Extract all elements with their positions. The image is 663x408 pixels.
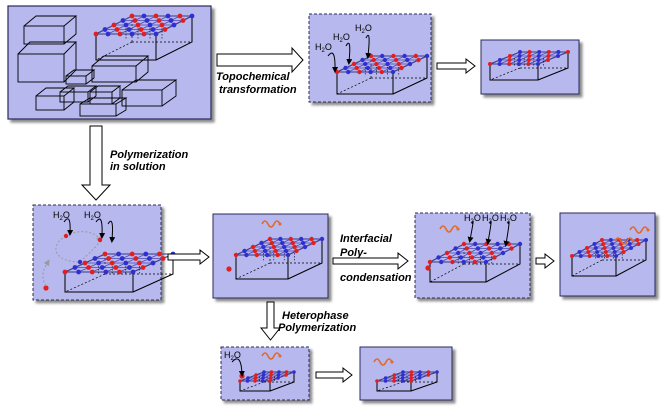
- chain-interfacial-product: [614, 237, 635, 245]
- empty-crystal-boxes: [17, 15, 178, 117]
- arrow-interfacial-product: [535, 252, 555, 270]
- water-release-arrows: [63, 34, 510, 377]
- water-label: H2O: [482, 213, 499, 225]
- lattice-atoms: [233, 236, 325, 258]
- empty-box: [79, 97, 128, 117]
- label-interfacial-line2: Poly-: [340, 247, 367, 259]
- label-interfacial-line1: Interfacial: [340, 233, 393, 245]
- water-label: H2O: [355, 23, 372, 35]
- lattice-atoms: [334, 53, 430, 75]
- water-label: H2O: [315, 42, 332, 54]
- lattice-atoms: [488, 50, 570, 66]
- lattice-crystals: [42, 13, 648, 392]
- lattice-atoms: [93, 13, 195, 37]
- arrow-topochemical-product: [436, 57, 476, 75]
- lattice-topochemical: [334, 53, 430, 95]
- lattice-atoms: [375, 370, 439, 383]
- lattice-topochemical-product: [488, 50, 570, 81]
- lattice-monomer-crystal: [93, 13, 195, 61]
- panels: [7, 5, 656, 401]
- label-topochemical-line1: Topochemical: [216, 71, 290, 83]
- water-label: H2O: [53, 210, 70, 222]
- water-label: H2O: [464, 213, 481, 225]
- label-polymerization-line2: in solution: [110, 161, 166, 173]
- water-arrow: [503, 221, 510, 247]
- arrow-polymerization-solution: [80, 125, 112, 201]
- water-label: H2O: [84, 210, 101, 222]
- process-labels: Topochemical transformation Polymerizati…: [110, 71, 412, 334]
- solution-diffusion-paths: [42, 231, 103, 287]
- arrow-heterophase: [259, 301, 282, 341]
- empty-box: [35, 87, 76, 111]
- label-heterophase-line2: Polymerization: [278, 322, 357, 334]
- orange-monomer-chains: [261, 220, 650, 366]
- water-arrow: [467, 220, 474, 243]
- lattice-atoms: [238, 370, 296, 383]
- empty-box: [91, 55, 150, 83]
- water-arrow: [231, 358, 245, 377]
- water-arrow: [95, 218, 106, 239]
- label-heterophase-line1: Heterophase: [282, 310, 349, 322]
- label-polymerization-line1: Polymerization: [110, 149, 189, 161]
- panel-surface-monomer: [212, 213, 329, 299]
- water-label: H2O: [333, 32, 350, 44]
- lattice-bonds: [376, 371, 438, 382]
- arrow-topochemical: [216, 46, 304, 74]
- water-arrow: [63, 218, 74, 236]
- panel-monomer-crystals: [7, 5, 212, 120]
- water-arrow: [107, 220, 116, 243]
- water-arrow: [327, 52, 339, 73]
- chain-surface: [261, 220, 282, 228]
- water-arrow: [365, 34, 372, 59]
- chain-heterophase: [261, 352, 282, 360]
- empty-box: [121, 79, 178, 107]
- empty-box: [65, 69, 96, 85]
- water-label: H2O: [224, 350, 241, 362]
- arrow-heterophase-product: [315, 366, 353, 384]
- lattice-interfacial-product: [570, 238, 648, 277]
- chain-interfacial: [439, 225, 460, 233]
- lattice-atoms: [427, 241, 523, 265]
- lattice-heterophase-product: [375, 370, 439, 392]
- lattice-surface: [233, 236, 325, 280]
- lattice-heterophase: [238, 370, 296, 392]
- chain-interfacial-product: [629, 226, 650, 234]
- label-topochemical-line2: transformation: [219, 84, 297, 96]
- chain-heterophase-product: [373, 358, 394, 366]
- block-arrows: [80, 46, 555, 384]
- arrow-solution-to-surface: [167, 248, 210, 266]
- water-arrow: [345, 42, 353, 65]
- arrow-interfacial: [332, 251, 409, 271]
- empty-box: [23, 15, 78, 45]
- label-interfacial-line3: condensation: [340, 272, 412, 284]
- water-label: H2O: [500, 213, 517, 225]
- panel-topochemical-product: [480, 39, 580, 95]
- lattice-interfacial: [427, 241, 523, 283]
- water-arrow: [485, 220, 492, 245]
